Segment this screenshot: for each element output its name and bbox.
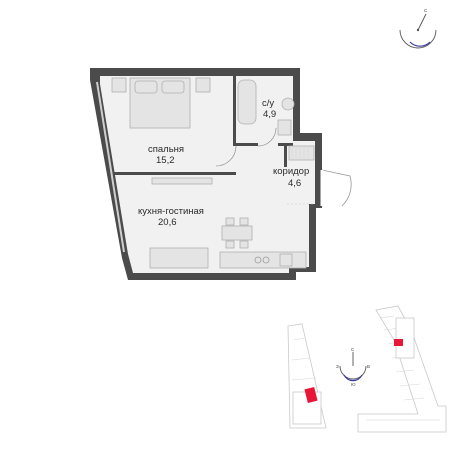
bathroom-wall-bottom-a: [236, 143, 258, 146]
bedroom-door: [215, 145, 237, 167]
corridor-wall: [284, 143, 287, 167]
toilet: [281, 97, 295, 111]
svg-text:С: С: [351, 347, 355, 352]
room-area-corridor: 4,6: [288, 178, 301, 189]
compass-top-north: С: [424, 8, 428, 13]
nightstand-left: [111, 77, 127, 93]
chair-3: [225, 240, 235, 249]
room-name-corridor: коридор: [273, 166, 309, 177]
unit-highlight-right: [394, 339, 403, 346]
pillow-right: [161, 80, 185, 94]
room-area-bathroom: 4,9: [263, 109, 276, 120]
wardrobe: [151, 177, 213, 185]
entry-door: [321, 169, 352, 207]
chair-4: [239, 240, 249, 249]
unit-highlight-left: [304, 386, 318, 404]
chair-2: [239, 217, 249, 226]
apartment-plan: спальня 15,2 с/у 4,9 коридор 4,6 кухня-г…: [90, 68, 352, 280]
bathtub: [237, 79, 257, 125]
window-left: [96, 81, 125, 253]
compass-top: С: [399, 8, 437, 49]
compass-site: С З В Ю: [336, 347, 370, 387]
chair-1: [225, 217, 235, 226]
pillow-left: [134, 80, 158, 94]
bedroom-divider-wall: [108, 172, 236, 175]
room-name-bedroom: спальня: [148, 144, 184, 155]
sofa: [149, 247, 209, 269]
site-plan: С З В Ю: [287, 305, 447, 433]
room-name-kitchen-living: кухня-гостиная: [138, 206, 204, 217]
nightstand-right: [195, 77, 211, 93]
bathroom-door: [257, 127, 277, 147]
room-area-kitchen-living: 20,6: [158, 217, 177, 228]
svg-text:В: В: [367, 364, 370, 369]
room-area-bedroom: 15,2: [156, 155, 175, 166]
closet: [288, 145, 315, 161]
dining-table: [221, 225, 253, 241]
fridge: [279, 253, 293, 267]
sink: [277, 119, 292, 136]
svg-text:Ю: Ю: [351, 382, 356, 387]
bathroom-wall-left: [233, 76, 236, 146]
svg-text:З: З: [336, 364, 339, 369]
room-name-bathroom: с/у: [262, 98, 274, 109]
